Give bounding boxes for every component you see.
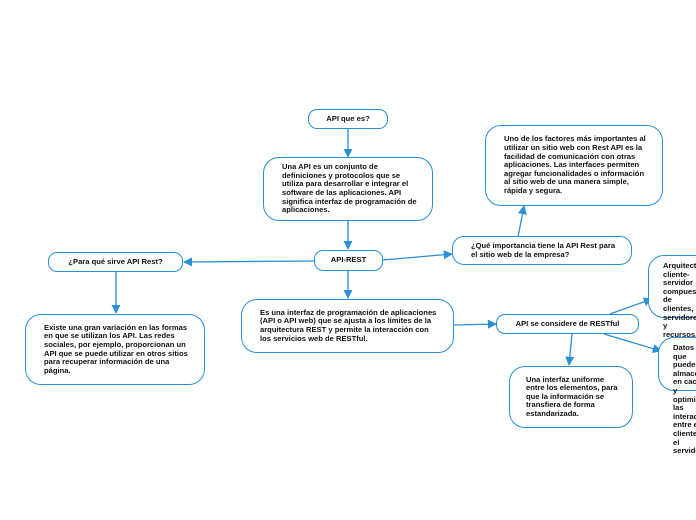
node-definicion-label: Una API es un conjunto de definiciones y… xyxy=(282,162,417,215)
link-interfaz-to-restful xyxy=(453,319,497,329)
link-restful-to-datos xyxy=(603,333,662,354)
node-interfaz-label: Es una interfaz de programación de aplic… xyxy=(260,307,437,343)
link-importancia-to-detalle xyxy=(517,205,527,238)
node-importancia-detalle[interactable]: Uno de los factores más importantes al u… xyxy=(485,125,663,206)
node-definicion[interactable]: Una API es un conjunto de definiciones y… xyxy=(263,157,433,221)
node-interfaz[interactable]: Es una interfaz de programación de aplic… xyxy=(241,299,454,353)
node-uniforme[interactable]: Una interfaz uniforme entre los elemento… xyxy=(509,366,633,428)
node-api-que-es[interactable]: API que es? xyxy=(308,109,388,129)
node-para-que[interactable]: ¿Para qué sirve API Rest? xyxy=(48,252,183,272)
node-importancia-detalle-label: Uno de los factores más importantes al u… xyxy=(504,134,646,195)
link-restful-to-arquitectura xyxy=(609,297,653,315)
node-importancia[interactable]: ¿Qué importancia tiene la API Rest para … xyxy=(452,236,632,265)
node-uniforme-label: Una interfaz uniforme entre los elemento… xyxy=(526,374,618,418)
link-api-rest-to-importancia xyxy=(382,250,453,261)
node-arquitectura[interactable]: Arquitectura cliente-servidor compuesta … xyxy=(648,255,696,382)
link-api-rest-to-para-que xyxy=(183,257,315,267)
node-datos-label: Datos que pueden almacenarse en caché y … xyxy=(673,343,696,456)
link-restful-to-uniforme xyxy=(565,333,575,366)
node-api-rest-label: API-REST xyxy=(330,255,367,265)
node-para-que-detalle[interactable]: Existe una gran variación en las formas … xyxy=(25,314,205,385)
node-para-que-label: ¿Para qué sirve API Rest? xyxy=(68,256,163,266)
node-restful[interactable]: API se considere de RESTful xyxy=(496,314,639,334)
node-importancia-label: ¿Qué importancia tiene la API Rest para … xyxy=(471,240,616,259)
node-api-rest[interactable]: API-REST xyxy=(314,250,383,271)
node-restful-label: API se considere de RESTful xyxy=(515,318,620,328)
node-para-que-detalle-label: Existe una gran variación en las formas … xyxy=(44,322,188,375)
node-api-que-es-label: API que es? xyxy=(326,113,370,123)
node-datos[interactable]: Datos que pueden almacenarse en caché y … xyxy=(658,337,696,455)
